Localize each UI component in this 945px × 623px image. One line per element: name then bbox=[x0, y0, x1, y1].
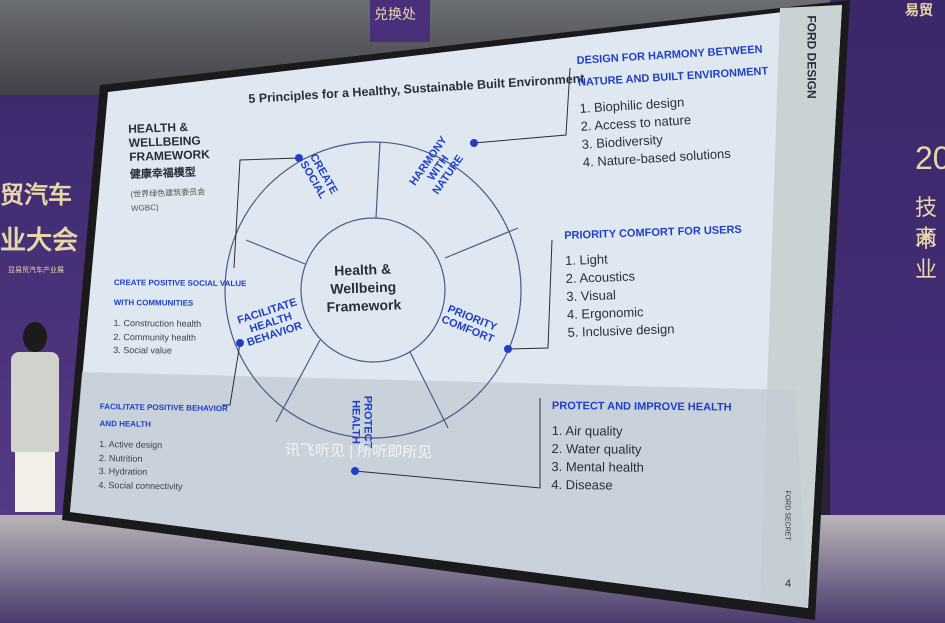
page-number: 4 bbox=[785, 578, 792, 590]
presenter bbox=[5, 322, 60, 522]
connector-lines bbox=[222, 67, 571, 489]
side-brand: FORD DESIGN bbox=[804, 15, 819, 99]
wheel-diagram bbox=[224, 141, 522, 439]
side-confidential: FORD SECRET bbox=[783, 490, 791, 541]
framework-title: HEALTH & WELLBEING FRAMEWORK 健康幸福模型 (世界绿… bbox=[128, 119, 211, 213]
center-label: Health & Wellbeing Framework bbox=[326, 260, 402, 315]
watermark: 讯飞听见 | 所听即所见 bbox=[284, 441, 433, 462]
comfort-box: PRIORITY COMFORT FOR USERS 1. Light 2. A… bbox=[564, 223, 742, 340]
top-sign: 兑换处 bbox=[370, 0, 430, 42]
behavior-box: FACILITATE POSITIVE BEHAVIOR AND HEALTH … bbox=[98, 401, 228, 491]
segment-dots bbox=[236, 139, 512, 475]
social-box: CREATE POSITIVE SOCIAL VALUE WITH COMMUN… bbox=[113, 277, 247, 356]
nature-box: DESIGN FOR HARMONY BETWEEN NATURE AND BU… bbox=[576, 43, 769, 170]
health-box: PROTECT AND IMPROVE HEALTH 1. Air qualit… bbox=[551, 400, 732, 493]
